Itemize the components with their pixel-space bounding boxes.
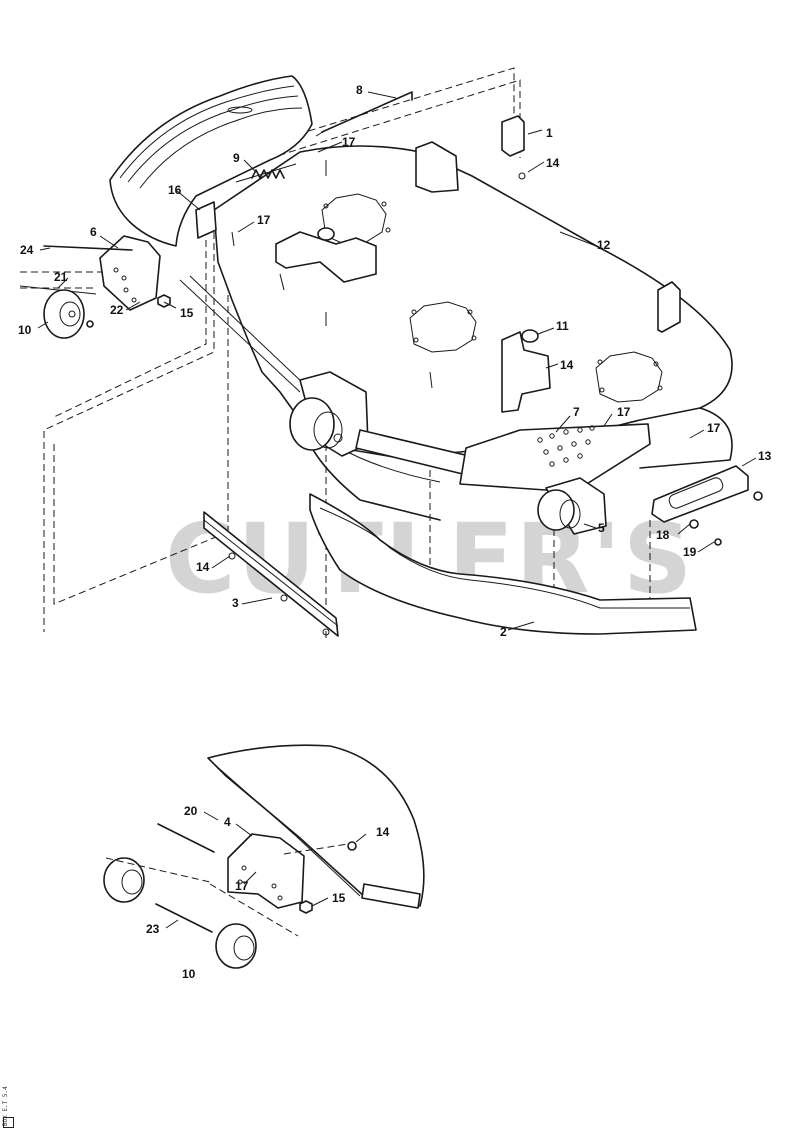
callout-15-a: 15 [180, 306, 194, 320]
callout-15-b: 15 [332, 891, 346, 905]
callout-20: 20 [184, 804, 198, 818]
callout-10-b: 10 [182, 967, 196, 981]
callout-4: 4 [224, 815, 231, 829]
bar-13 [651, 465, 763, 546]
callout-8: 8 [356, 83, 363, 97]
callout-17-b: 17 [257, 213, 271, 227]
callout-24: 24 [20, 243, 34, 257]
callout-5: 5 [598, 521, 605, 535]
callout-9: 9 [233, 151, 240, 165]
wheel-bracket-left [19, 235, 171, 339]
callout-2: 2 [500, 625, 507, 639]
callout-17-a: 17 [342, 135, 356, 149]
callout-labels: 1 2 3 4 5 6 7 8 9 10 11 12 13 14 14 14 1… [18, 83, 772, 981]
callout-17-c: 17 [617, 405, 631, 419]
bracket-1 [501, 115, 525, 157]
callout-6: 6 [90, 225, 97, 239]
discharge-chute [109, 75, 313, 247]
callout-1: 1 [546, 126, 553, 140]
callout-leaders [37, 91, 757, 929]
callout-12: 12 [597, 238, 611, 252]
callout-17-d: 17 [707, 421, 721, 435]
rod-8 [315, 91, 413, 137]
callout-14-c: 14 [196, 560, 210, 574]
plate-7 [459, 423, 651, 493]
front-roller-right [537, 477, 607, 535]
callout-14-b: 14 [560, 358, 574, 372]
nut-14-a [518, 172, 526, 180]
bracket-11 [501, 331, 551, 413]
callout-18: 18 [656, 528, 670, 542]
callout-22: 22 [110, 303, 124, 317]
callout-11: 11 [556, 319, 569, 333]
detail-view [103, 744, 425, 969]
callout-7: 7 [573, 405, 580, 419]
callout-19: 19 [683, 545, 697, 559]
callout-14-a: 14 [546, 156, 560, 170]
callout-21: 21 [54, 270, 68, 284]
drawing-code-box [3, 1117, 14, 1128]
callout-23: 23 [146, 922, 160, 936]
callout-14-d: 14 [376, 825, 390, 839]
callout-17-e: 17 [235, 879, 249, 893]
callout-3: 3 [232, 596, 239, 610]
callout-16: 16 [168, 183, 182, 197]
callout-13: 13 [758, 449, 772, 463]
front-roller-left [179, 275, 369, 457]
callout-10: 10 [18, 323, 32, 337]
plate-3 [203, 511, 339, 637]
